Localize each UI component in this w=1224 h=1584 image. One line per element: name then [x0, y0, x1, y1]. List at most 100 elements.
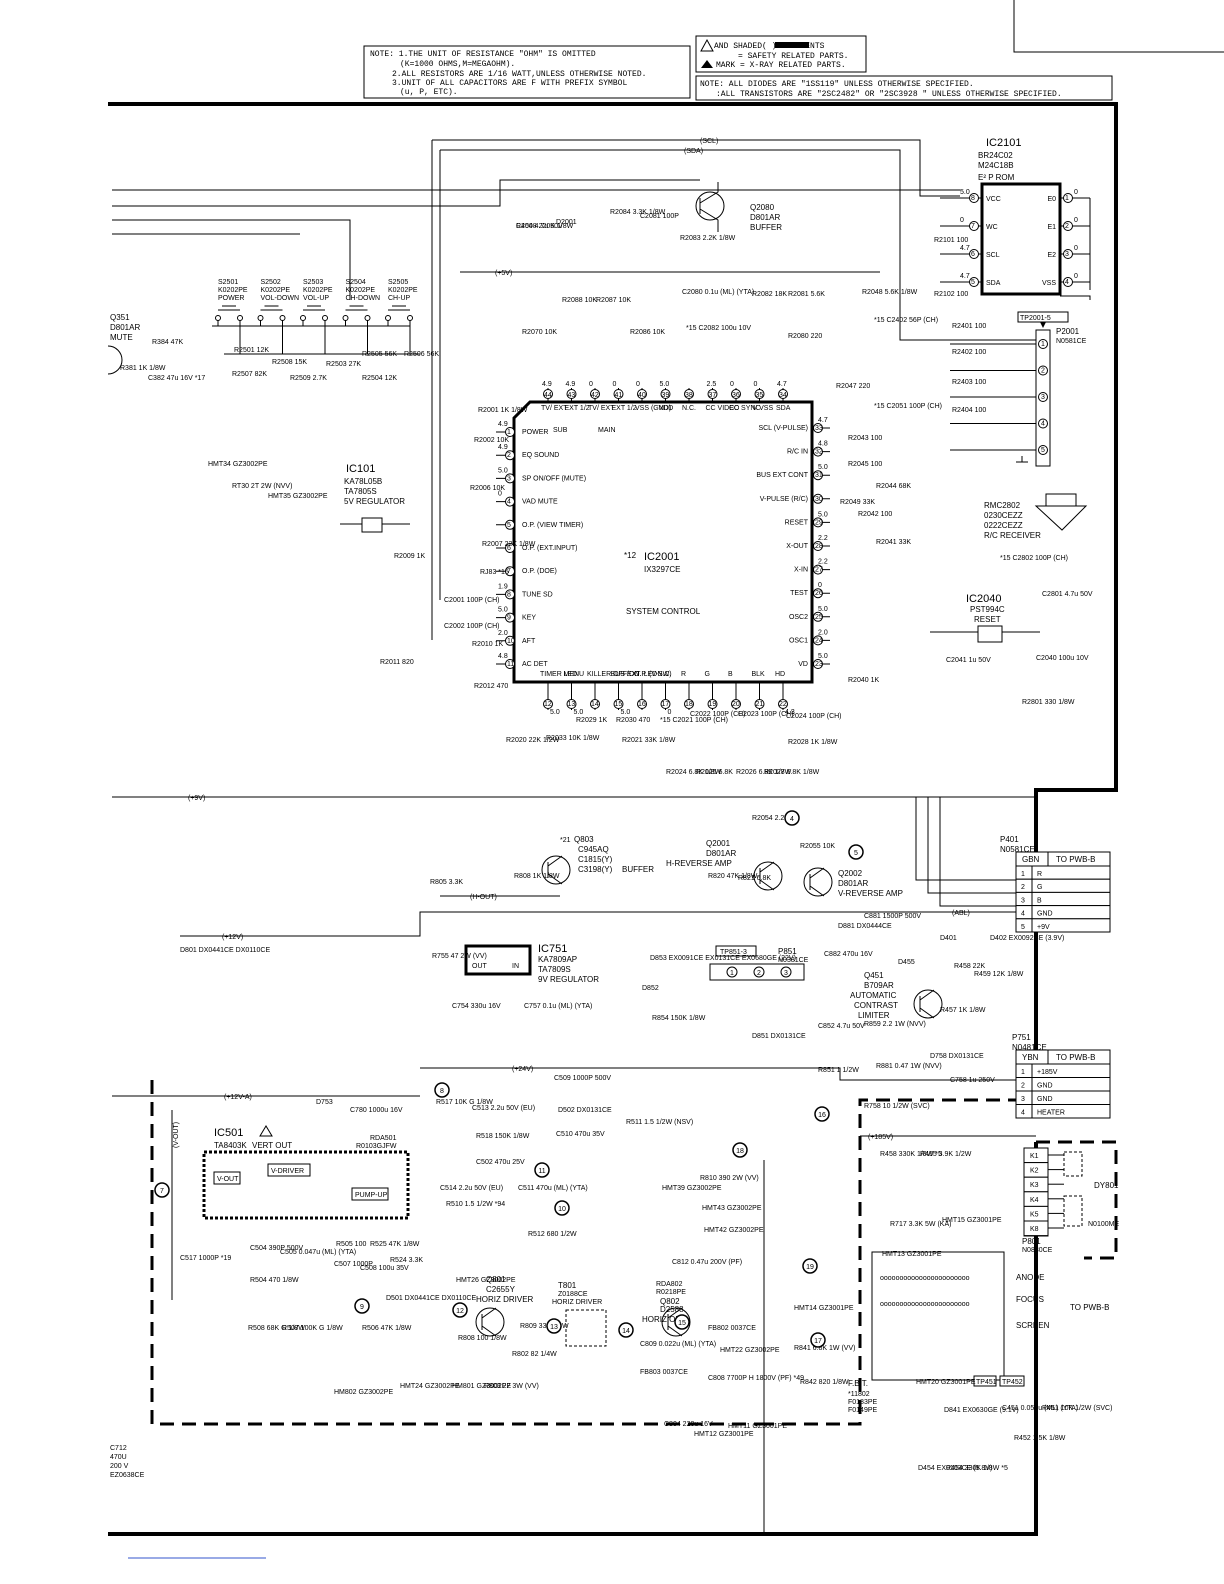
component-label: C511 470u (ML) (YTA) [518, 1185, 588, 1192]
component-label: *15 C2021 100P (CH) [660, 717, 728, 724]
ic2001-pin-number: 21 [756, 701, 764, 708]
p801-pin-label: K5 [1030, 1211, 1039, 1218]
q2001-desc: H-REVERSE AMP [666, 859, 732, 868]
ic2040-desc: RESET [974, 615, 1001, 624]
ic2001-pin-voltage: 0 [636, 381, 640, 388]
ic2001-pin [505, 566, 515, 577]
eeprom-pin-number: 4 [1065, 279, 1069, 286]
component-label: R454 330K 1/8W *5 [946, 1465, 1008, 1472]
eeprom-pin [1063, 193, 1073, 203]
ic2001-pin-number: 28 [815, 543, 823, 550]
test-point-marker [848, 844, 864, 860]
component-label: R2030 470 [616, 717, 650, 724]
test-point-number: 15 [678, 1320, 686, 1327]
ic751-pin-out: OUT [472, 963, 488, 970]
p851-part: N0381CE [778, 957, 809, 964]
test-point-number: 16 [818, 1112, 826, 1119]
component-label: R2002 10K [474, 437, 509, 444]
ic2001-pin-label: EXT 1/2 [565, 405, 590, 412]
component-label: R2801 330 1/8W [1022, 699, 1075, 706]
p401-header: TO PWB-B [1056, 855, 1095, 864]
ic2001-pin-label: BLK [752, 671, 766, 678]
component-label: R2045 100 [848, 461, 882, 468]
q2001-transistor: Q2001 D801AR H-REVERSE AMP [666, 839, 783, 891]
ic2001-pin [813, 564, 823, 575]
component-label: C2001 100P (CH) [444, 597, 500, 604]
p801-pin-label: K4 [1030, 1197, 1039, 1204]
ic2001-pin-label: SCL (V-PULSE) [758, 425, 808, 432]
ic2001-pin [613, 699, 624, 709]
test-point-marker [674, 1314, 690, 1330]
ic2001-pin-number: 18 [685, 701, 693, 708]
component-label: R2083 2.2K 1/8W [680, 235, 736, 242]
component-label: C507 1000P [334, 1261, 373, 1268]
ic2040-ref: IC2040 [966, 593, 1001, 605]
ic2001-pin-label: AFT [522, 638, 536, 645]
component-label: R821 6.8K [738, 875, 771, 882]
ic2001-pin [637, 389, 647, 399]
component-label: R384 47K [152, 339, 183, 346]
test-point-marker [810, 1332, 826, 1348]
rda501-ref: RDA501 [370, 1135, 397, 1142]
component-label: C804 220u 16V [664, 1421, 713, 1428]
p751-ref: P751 [1012, 1033, 1031, 1042]
ic2001-pin-label: VDD [659, 405, 674, 412]
switch-part: K0202PE [261, 287, 291, 294]
ic2001-pin-voltage: 0 [668, 709, 672, 716]
c712-line: 470U [110, 1454, 127, 1461]
ic2001-pin-number: 29 [815, 519, 823, 526]
eeprom-pin-number: 1 [1065, 195, 1069, 202]
component-label: D853 EX0091CE EX0131CE EX0680GE (22V) [650, 955, 796, 962]
eeprom-pin-voltage: 0 [1074, 217, 1078, 224]
ic2001-pin [637, 699, 647, 709]
component-label: D2001 [556, 219, 577, 226]
ic2001-pin [813, 493, 823, 504]
component-label: HMT39 GZ3002PE [662, 1185, 722, 1192]
ic2001-pin-label: OSC1 [789, 637, 808, 644]
ic2001-pin-label: O.P. (V-SW) [634, 671, 672, 678]
ic2001-pin-label: V-PULSE (R/C) [760, 496, 808, 503]
component-label: R2403 100 [952, 379, 986, 386]
ic2001-pin [684, 389, 694, 399]
rda802-ref: RDA802 [656, 1281, 683, 1288]
ic2001-pin-label: TEST [790, 590, 809, 597]
ic2001-pin [543, 389, 553, 399]
ic501-block: PUMP-UP [355, 1192, 388, 1199]
eeprom-pin [969, 249, 979, 259]
ic2001-pin-label: O.P. (VIEW TIMER) [522, 522, 583, 529]
c712-line: C712 [110, 1445, 127, 1452]
ic751-pin-in: IN [512, 963, 519, 970]
eeprom-pin-number: 7 [971, 223, 975, 230]
ic501-part: TA8403K [214, 1141, 247, 1150]
ic2001-pin-number: 11 [507, 661, 514, 668]
ic2101-ref: IC2101 [986, 137, 1021, 149]
eeprom-pin-voltage: 0 [1074, 189, 1078, 196]
fbt-coil: ooooooooooooooooooooooo [880, 1301, 970, 1308]
test-point-marker [732, 1142, 748, 1158]
p2001-pin [1038, 365, 1048, 376]
eeprom-pin [1063, 249, 1073, 259]
bus-label-12v: (+12V) [222, 934, 243, 941]
component-label: R2044 68K [876, 483, 911, 490]
ic101-part: KA78L05B [344, 477, 382, 486]
component-label: D502 DX0131CE [558, 1107, 612, 1114]
component-label: R2026 6.8K 1/8W [736, 769, 792, 776]
component-label: R2081 5.6K [788, 291, 825, 298]
component-label: R505 100 [336, 1241, 366, 1248]
component-label: HMT13 GZ3001PE [882, 1251, 942, 1258]
p401-pin-number: 2 [1021, 884, 1025, 891]
tp452: TP452 [1002, 1379, 1023, 1386]
ic2001-pin [813, 611, 823, 622]
ic2001-pin-number: 9 [507, 615, 511, 622]
p751-pin-number: 1 [1021, 1069, 1025, 1076]
component-label: R808 100 1/8W [458, 1335, 507, 1342]
ic2001-pin-label: TV/ EXT [541, 405, 568, 412]
rda802-part: R0218PE [656, 1289, 686, 1296]
component-label: C808 7700P H 1800V (PF) *49 [708, 1375, 804, 1382]
test-point-marker [814, 1106, 830, 1122]
note-diodes-box: NOTE: ALL DIODES ARE "1SS119" UNLESS OTH… [695, 75, 1113, 101]
component-label: R455 3.9K 1/2W [920, 1151, 972, 1158]
